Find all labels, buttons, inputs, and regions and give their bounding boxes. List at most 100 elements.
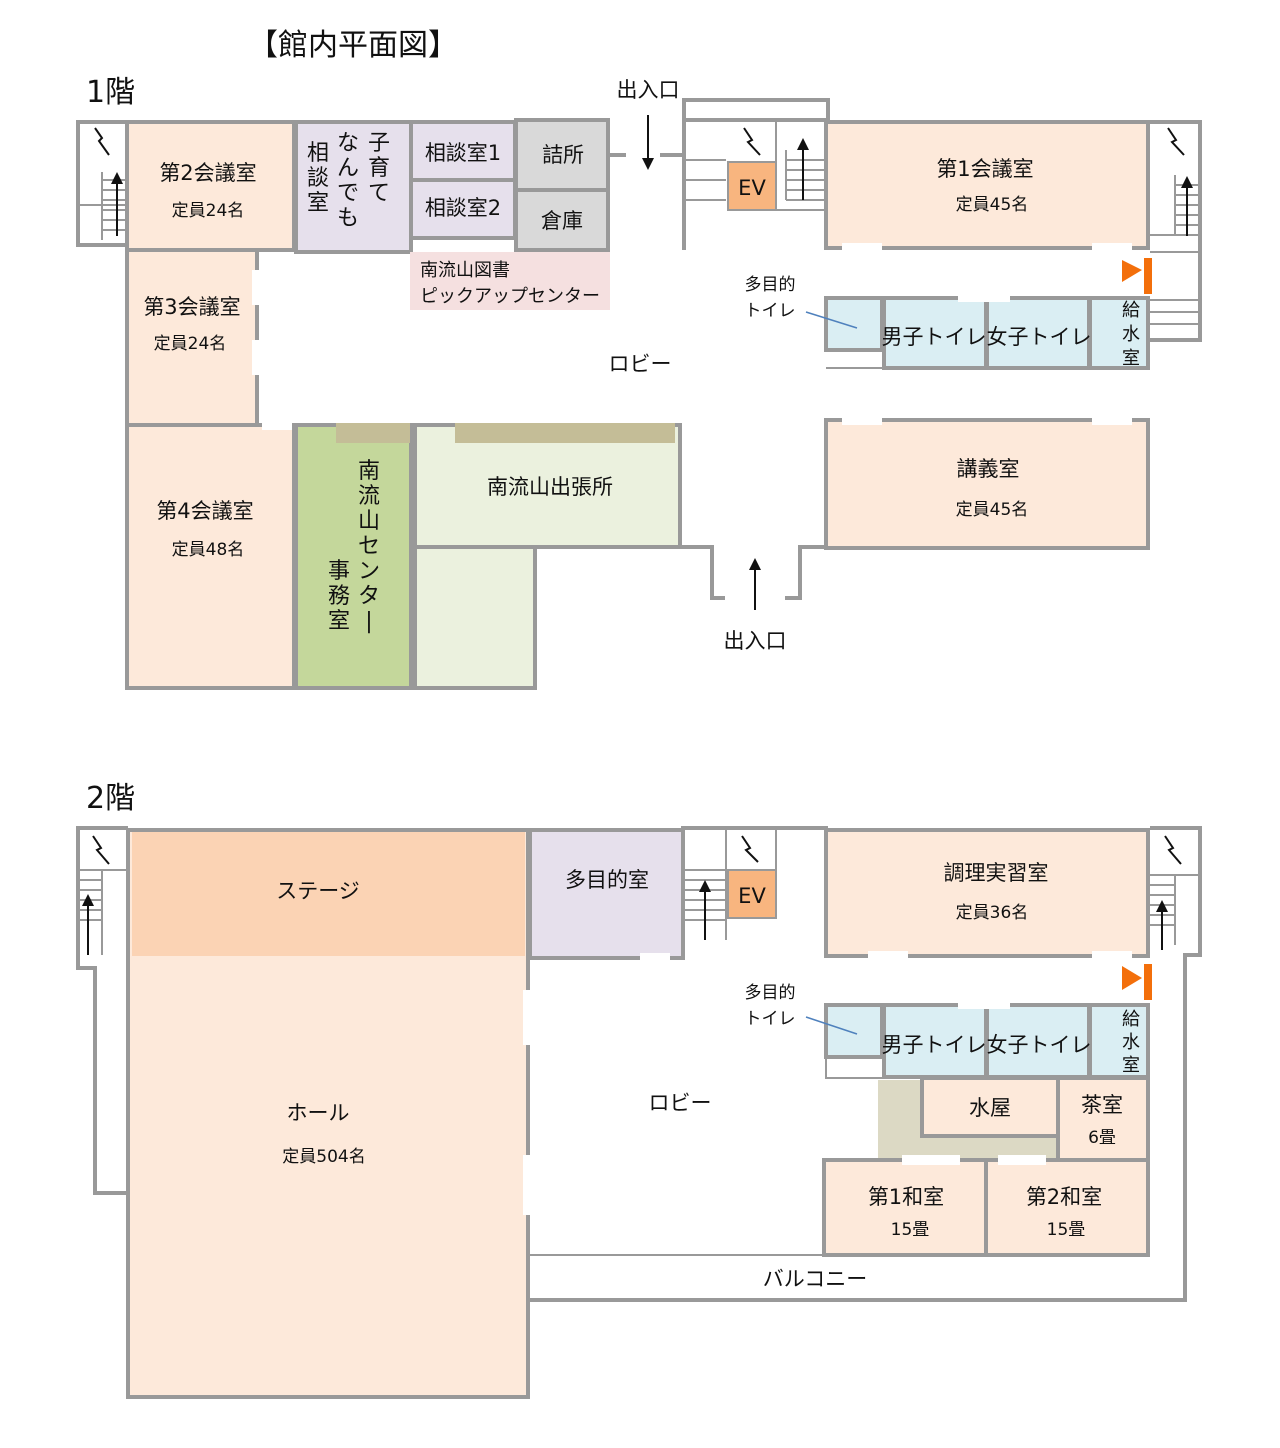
multi-toilet1-pointer xyxy=(805,311,858,329)
tsumesho-label: 詰所 xyxy=(542,143,584,167)
room-branch xyxy=(413,423,682,549)
orange-marker-icon xyxy=(1122,260,1142,282)
hall-capacity: 定員504名 xyxy=(282,1147,365,1167)
room-consult2 xyxy=(409,178,517,240)
room-branch-back xyxy=(413,545,537,690)
room-washitsu2 xyxy=(984,1158,1150,1257)
conf1-name: 第1会議室 xyxy=(936,157,1033,181)
multi-toilet2-pointer xyxy=(805,1016,858,1035)
floor2-right-stairs xyxy=(530,826,1202,1302)
balcony-label: バルコニー xyxy=(763,1267,868,1291)
consult1-label: 相談室1 xyxy=(425,141,501,165)
women1-label: 女子トイレ xyxy=(987,325,1092,349)
conf1-capacity: 定員45名 xyxy=(956,195,1029,215)
washitsu1-capacity: 15畳 xyxy=(891,1220,930,1240)
room-conf2 xyxy=(125,120,296,252)
women2-label: 女子トイレ xyxy=(987,1033,1092,1057)
lecture-name: 講義室 xyxy=(957,457,1020,481)
conf4-name: 第4会議室 xyxy=(156,499,253,523)
room-tsumesho xyxy=(514,118,610,192)
water2-label: 給 水 室 xyxy=(1122,1009,1140,1076)
multi-room-label: 多目的室 xyxy=(565,868,649,892)
orange-bar-icon xyxy=(1144,258,1152,294)
room-washitsu1 xyxy=(822,1158,988,1257)
room-stage xyxy=(132,832,525,956)
room-kosodate xyxy=(294,120,413,254)
room-men-1 xyxy=(882,296,988,370)
svg-text:給: 給 xyxy=(1122,1009,1140,1030)
consult2-label: 相談室2 xyxy=(425,196,501,220)
lobby2-label: ロビー xyxy=(649,1091,712,1115)
conf3-capacity: 定員24名 xyxy=(154,334,227,354)
lecture-capacity: 定員45名 xyxy=(956,500,1029,520)
svg-text:水: 水 xyxy=(1122,324,1140,345)
svg-text:子育て: 子育て xyxy=(368,131,390,206)
floor2-elevator xyxy=(727,869,777,919)
men2-label: 男子トイレ xyxy=(882,1033,987,1057)
library-line2: ピックアップセンター xyxy=(420,286,600,307)
room-lecture xyxy=(824,418,1150,550)
men1-label: 男子トイレ xyxy=(882,325,987,349)
multi-toilet2-line1: 多目的 xyxy=(745,983,796,1003)
entrance-top-label: 出入口 xyxy=(617,78,680,102)
multi-toilet1-line1: 多目的 xyxy=(745,275,796,295)
washitsu2-name: 第2和室 xyxy=(1026,1185,1102,1209)
ev2-label: EV xyxy=(738,884,766,908)
souko-label: 倉庫 xyxy=(541,209,583,233)
floor1-center-stairs xyxy=(682,98,830,250)
hall-name: ホール xyxy=(287,1101,350,1125)
zigzag-icon xyxy=(741,835,759,863)
office-counter xyxy=(336,423,410,443)
svg-text:相談室: 相談室 xyxy=(307,141,329,216)
office-label: 南流山センタ| 事務室 xyxy=(328,459,380,634)
room-cooking xyxy=(824,828,1150,958)
floor1-elevator xyxy=(727,161,777,211)
room-conf3 xyxy=(125,248,259,427)
room-mizuya xyxy=(920,1076,1060,1138)
orange-marker-icon xyxy=(1122,966,1142,990)
zigzag-icon xyxy=(1164,835,1182,865)
floor2-center-stairs xyxy=(681,826,828,958)
zigzag-icon xyxy=(92,835,110,865)
orange-bar-icon xyxy=(1144,964,1152,1000)
chashitsu-name: 茶室 xyxy=(1081,1093,1123,1117)
svg-text:事務室: 事務室 xyxy=(328,559,350,634)
ev1-label: EV xyxy=(738,176,766,200)
conf4-capacity: 定員48名 xyxy=(172,540,245,560)
room-multi-toilet-1 xyxy=(824,296,884,352)
cooking-capacity: 定員36名 xyxy=(956,903,1029,923)
branch-counter xyxy=(455,423,675,443)
room-multi-toilet-2 xyxy=(824,1003,884,1059)
washitsu1-name: 第1和室 xyxy=(868,1185,944,1209)
svg-text:なんでも: なんでも xyxy=(337,131,359,231)
multi-toilet2-line2: トイレ xyxy=(745,1009,796,1029)
svg-text:給: 給 xyxy=(1122,300,1140,321)
floor1-left-stairs xyxy=(76,120,125,247)
room-conf4 xyxy=(125,423,296,690)
room-water-1 xyxy=(1088,296,1150,370)
room-conf1 xyxy=(824,120,1150,250)
branch-label: 南流山出張所 xyxy=(487,475,613,499)
mizuya-label: 水屋 xyxy=(969,1096,1011,1120)
room-library xyxy=(410,252,610,310)
zigzag-icon xyxy=(94,127,110,156)
zigzag-icon xyxy=(743,127,761,156)
svg-text:室: 室 xyxy=(1122,348,1140,369)
svg-text:南流山センタ|: 南流山センタ| xyxy=(358,459,380,634)
room-chashitsu xyxy=(1056,1076,1150,1162)
chashitsu-capacity: 6畳 xyxy=(1088,1128,1116,1148)
cooking-name: 調理実習室 xyxy=(944,861,1049,885)
svg-text:室: 室 xyxy=(1122,1055,1140,1076)
svg-text:水: 水 xyxy=(1122,1032,1140,1053)
stage-label: ステージ xyxy=(276,879,360,903)
room-multi-purpose xyxy=(528,828,685,960)
floor1-right-stairs xyxy=(1150,120,1202,342)
library-line1: 南流山図書 xyxy=(420,260,510,281)
conf2-name: 第2会議室 xyxy=(159,161,256,185)
conf3-name: 第3会議室 xyxy=(143,295,240,319)
water1-label: 給 水 室 xyxy=(1122,300,1140,369)
kosodate-label: 子育て なんでも 相談室 xyxy=(307,131,390,231)
washitsu2-capacity: 15畳 xyxy=(1047,1220,1086,1240)
floor2-left-stairs xyxy=(76,826,128,1195)
